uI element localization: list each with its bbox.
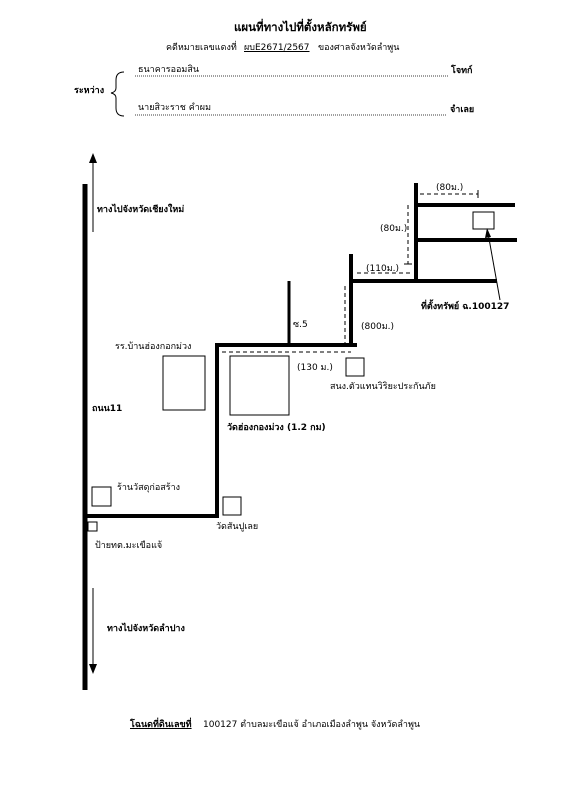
temple-hongkongmuang-label: วัดฮ่องกองม่วง (1.2 กม) [227, 423, 326, 433]
deed-label: โฉนดที่ดินเลขที่ [130, 720, 192, 730]
defendant-name: นายสิวะราช คำผม [138, 103, 211, 113]
arrow-up-icon [89, 153, 97, 163]
bus-stop-box [87, 521, 98, 532]
plaintiff-role: โจทก์ [451, 66, 473, 76]
soi-label: ซ.5 [293, 320, 308, 330]
case-prefix: คดีหมายเลขแดงที่ [166, 43, 237, 53]
shop-box [91, 486, 112, 507]
distance-80-side-label: (80ม.) [380, 224, 408, 234]
distance-110-label: (110ม.) [366, 264, 399, 274]
brace [110, 71, 125, 117]
insurance-box [345, 357, 365, 377]
defendant-role: จำเลย [450, 105, 475, 115]
school-label: รร.บ้านฮ่องกอกม่วง [115, 342, 192, 352]
court-name: ของศาลจังหวัดลำพูน [318, 43, 400, 53]
insurance-office-label: สนง.ตัวแทนวิริยะประกันภัย [330, 382, 436, 392]
bus-stop-label: ป้ายทต.มะเขือแจ้ [95, 541, 163, 551]
temple-sanpulei-box [222, 496, 242, 516]
property-pointer-arrow-icon [485, 228, 491, 238]
temple-box [229, 355, 290, 416]
plaintiff-name: ธนาคารออมสิน [138, 65, 199, 75]
property-location-label: ที่ตั้งทรัพย์ ฉ.100127 [421, 302, 510, 312]
distance-130-label: (130 ม.) [297, 363, 333, 373]
property-box [472, 211, 495, 230]
arrow-down-icon [89, 664, 97, 674]
school-box [162, 355, 206, 411]
construction-shop-label: ร้านวัสดุก่อสร้าง [117, 483, 181, 493]
page-title: แผนที่ทางไปที่ตั้งหลักทรัพย์ [234, 20, 367, 34]
property-pointer [487, 232, 501, 301]
deed-text: 100127 ตำบลมะเขือแจ้ อำเภอเมืองลำพูน จัง… [203, 720, 421, 730]
case-number: ผบE2671/2567 [244, 43, 310, 53]
between-label: ระหว่าง [74, 86, 105, 96]
to-chiang-mai-label: ทางไปจังหวัดเชียงใหม่ [97, 205, 185, 215]
temple-sanpulei-label: วัดสันปูเลย [216, 522, 259, 532]
to-lampang-label: ทางไปจังหวัดลำปาง [107, 624, 185, 634]
distance-80-top-label: (80ม.) [436, 183, 464, 193]
road-11-label: ถนน11 [92, 404, 123, 414]
distance-800-label: (800ม.) [361, 322, 394, 332]
